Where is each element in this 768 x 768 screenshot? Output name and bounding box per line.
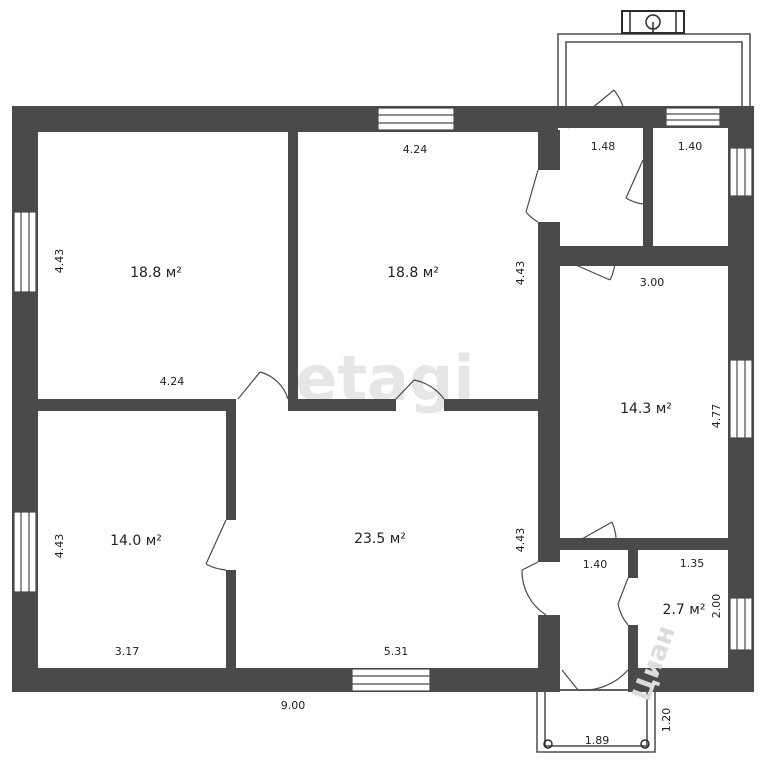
dim-right-room-width: 3.00 xyxy=(640,276,665,289)
window-right-1 xyxy=(729,147,753,197)
door-living-1 xyxy=(237,371,289,400)
ventilation-icon xyxy=(621,10,685,34)
doors xyxy=(205,89,644,691)
door-bath-1 xyxy=(521,561,547,616)
dim-top-left-width: 4.24 xyxy=(160,375,185,388)
dim-top-left-height: 4.43 xyxy=(53,249,66,274)
door-closet xyxy=(625,159,644,205)
window-top-1 xyxy=(377,107,455,131)
area-label-top-middle: 18.8 м² xyxy=(387,265,439,281)
door-entrance-top xyxy=(567,89,627,129)
door-hall-right-room xyxy=(559,245,616,281)
dim-bottom-left-width: 3.17 xyxy=(115,645,140,658)
dim-top-middle-height: 4.43 xyxy=(514,261,527,286)
dim-right-room-height: 4.77 xyxy=(710,404,723,429)
balcony-top xyxy=(557,33,751,109)
door-bottom-left xyxy=(205,519,227,571)
dim-porch-width: 1.89 xyxy=(585,734,610,747)
area-label-right: 14.3 м² xyxy=(620,401,672,417)
door-porch xyxy=(561,669,629,691)
door-hall-bedroom xyxy=(525,169,539,223)
area-label-bottom-middle: 23.5 м² xyxy=(354,531,406,547)
door-living-2 xyxy=(395,379,445,400)
window-left-2 xyxy=(13,511,37,593)
porch-bottom xyxy=(536,689,656,753)
dim-top-middle-width: 4.24 xyxy=(403,143,428,156)
porch-post-left xyxy=(543,739,553,749)
area-label-small-right: 2.7 м² xyxy=(663,602,706,618)
dim-wc-width: 1.35 xyxy=(680,557,705,570)
dim-porch-depth: 1.20 xyxy=(660,708,673,733)
porch-post-right xyxy=(640,739,650,749)
door-bath-2 xyxy=(565,521,617,549)
area-label-bottom-left: 14.0 м² xyxy=(110,533,162,549)
window-left-1 xyxy=(13,211,37,293)
windows xyxy=(13,107,753,692)
dim-wc-height: 2.00 xyxy=(710,594,723,619)
dim-bottom-middle-width: 5.31 xyxy=(384,645,409,658)
dim-bottom-left-height: 4.43 xyxy=(53,534,66,559)
window-right-2 xyxy=(729,359,753,439)
window-right-3 xyxy=(729,597,753,651)
dim-bottom-middle-height: 4.43 xyxy=(514,528,527,553)
door-wc xyxy=(617,577,629,626)
window-bottom xyxy=(351,668,431,692)
dim-bath-width: 1.40 xyxy=(583,558,608,571)
window-top-2 xyxy=(665,107,721,127)
dim-closet-width: 1.40 xyxy=(678,140,703,153)
interior-walls xyxy=(38,128,728,692)
dim-hall-width: 1.48 xyxy=(591,140,616,153)
dim-overall-width: 9.00 xyxy=(281,699,306,712)
area-label-top-left: 18.8 м² xyxy=(130,265,182,281)
